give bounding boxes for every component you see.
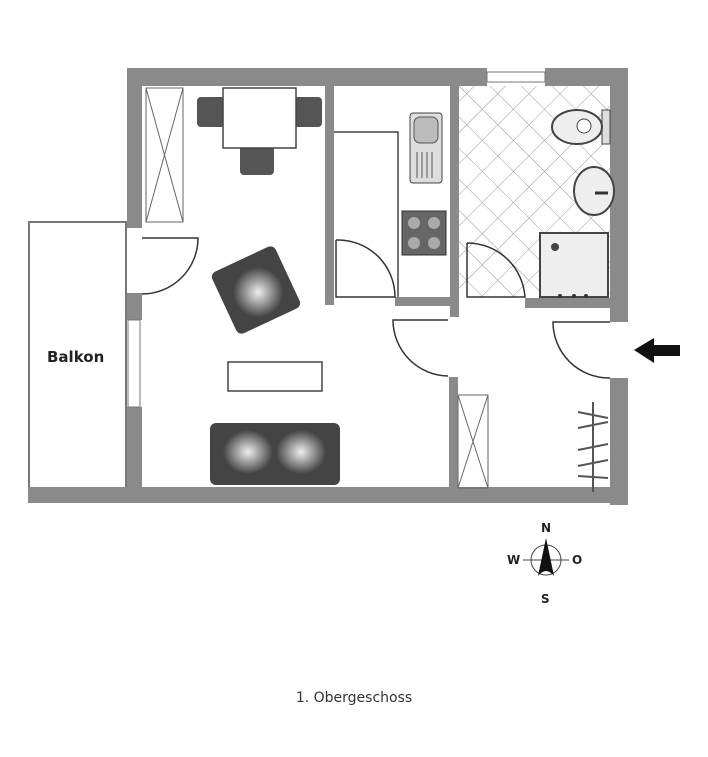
balcony-label: Balkon <box>47 348 105 366</box>
compass-icon <box>523 538 569 576</box>
doors <box>141 237 611 379</box>
floor-caption: 1. Obergeschoss <box>295 690 413 706</box>
window-balcony <box>127 319 141 408</box>
wardrobe <box>145 87 489 489</box>
compass-north: N <box>541 521 552 535</box>
toilet <box>551 109 611 145</box>
walls <box>28 68 628 505</box>
shower-tray <box>539 232 609 298</box>
sofa <box>210 423 340 485</box>
kitchen-counter <box>334 131 399 297</box>
coat-rack <box>577 402 609 492</box>
dining-set <box>197 87 322 175</box>
compass-east: O <box>572 553 583 567</box>
washbasin <box>573 166 615 216</box>
armchair <box>211 246 301 334</box>
window-bath <box>486 71 546 83</box>
entrance-arrow-icon <box>634 338 680 363</box>
kitchen-sink <box>409 112 443 184</box>
balcony <box>28 221 127 498</box>
coffee-table <box>227 361 323 392</box>
compass-south: S <box>541 592 550 606</box>
compass-west: W <box>507 553 521 567</box>
stove <box>401 210 447 256</box>
